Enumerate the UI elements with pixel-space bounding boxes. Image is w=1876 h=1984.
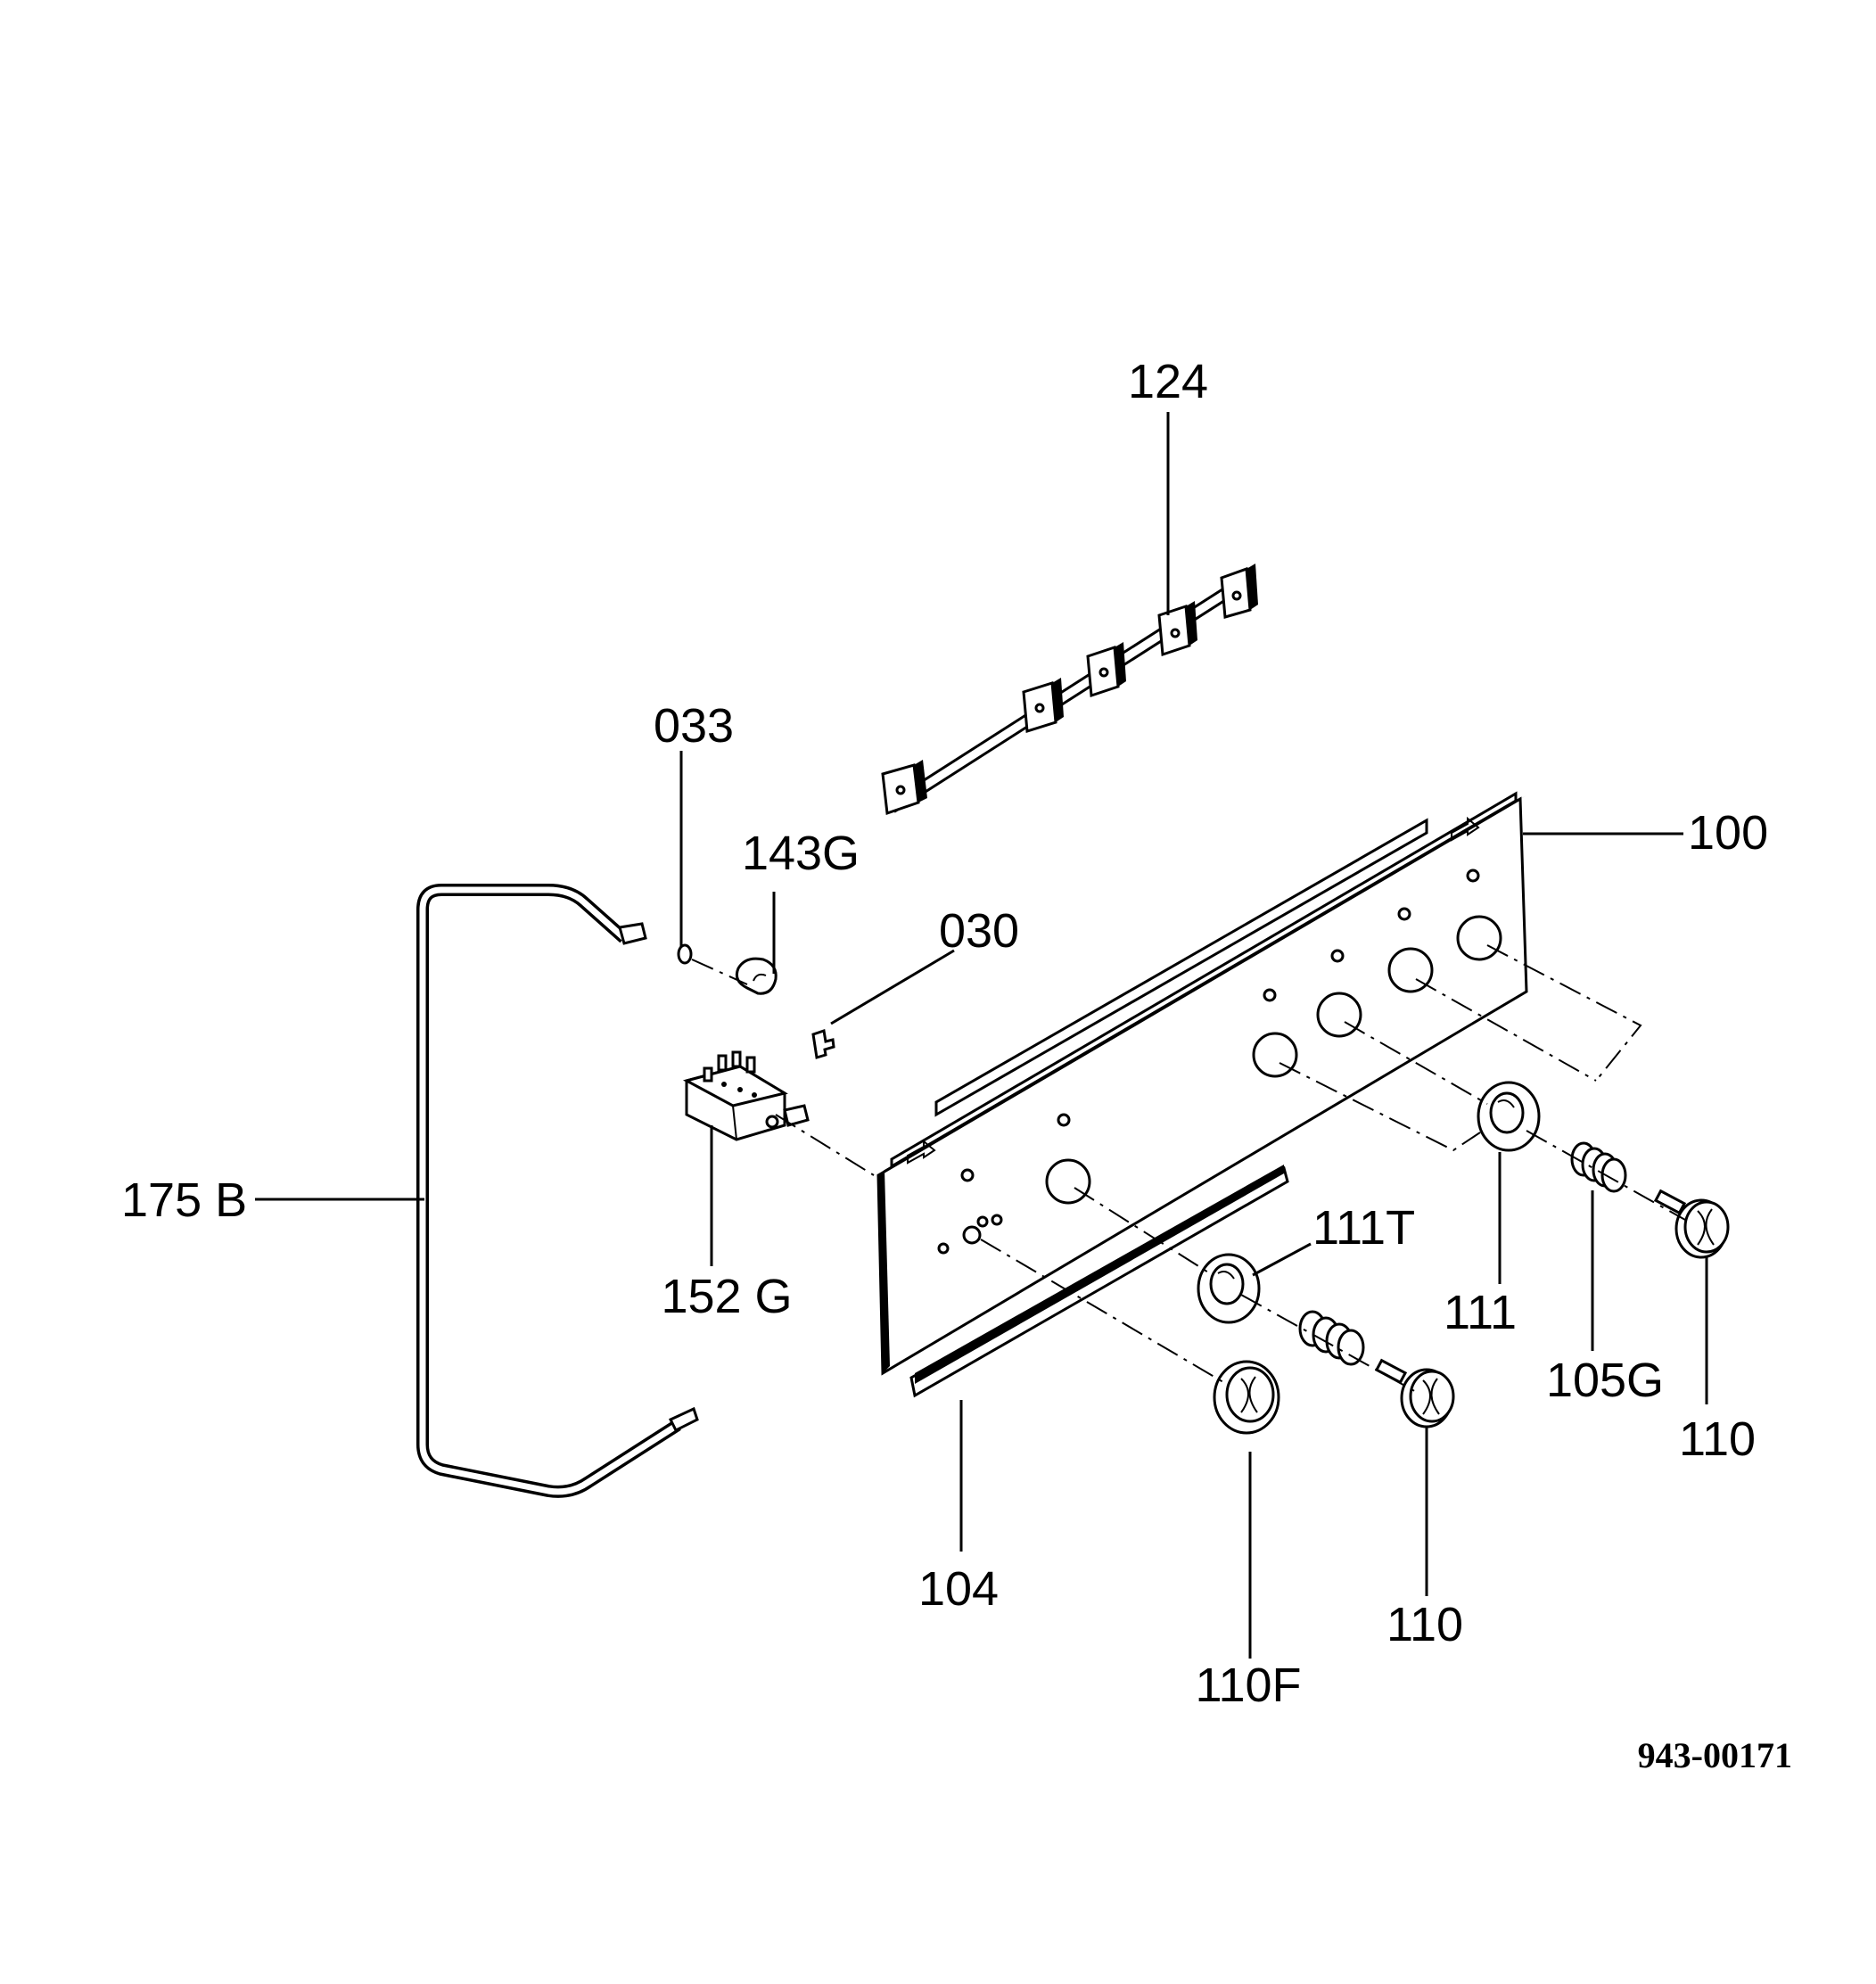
part-124-bracket-rail [881, 564, 1258, 816]
diagram-code: 943-00171 [1638, 1735, 1792, 1775]
part-152G-switch [682, 1050, 810, 1141]
leader-111T [1252, 1242, 1312, 1277]
label-175B: 175 B [121, 1173, 247, 1227]
part-175B-tube [416, 884, 699, 1498]
label-033: 033 [654, 699, 734, 753]
part-033-ring [677, 943, 693, 965]
part-105G-spring [1570, 1141, 1627, 1193]
label-143G: 143G [742, 827, 860, 880]
part-124-clip [1086, 642, 1126, 698]
part-110-knob-center [1374, 1358, 1455, 1428]
part-111-bezel [1477, 1081, 1541, 1152]
label-105G: 105G [1546, 1354, 1664, 1407]
label-100: 100 [1688, 806, 1768, 860]
label-111T: 111T [1312, 1201, 1415, 1255]
part-110F-bezel [1213, 1360, 1280, 1435]
label-110-center: 110 [1386, 1598, 1463, 1651]
part-124-clip [1022, 678, 1064, 733]
part-110-knob-right [1653, 1189, 1730, 1259]
label-110F: 110F [1195, 1659, 1301, 1712]
arrow-mark-icon [907, 1139, 936, 1165]
label-104: 104 [918, 1562, 999, 1616]
label-030: 030 [939, 904, 1019, 958]
part-124-clip [1220, 564, 1258, 619]
part-124-clip [1157, 601, 1197, 657]
arrow-mark-icon [1451, 816, 1480, 842]
label-152G: 152 G [661, 1270, 792, 1323]
label-124: 124 [1128, 355, 1208, 408]
leader-030 [830, 949, 955, 1025]
part-124-clip [881, 760, 927, 816]
part-143G-clip [735, 957, 778, 995]
part-104-trim-strip [909, 1165, 1289, 1398]
assembly-lines [691, 944, 1686, 1394]
part-030-clip [811, 1029, 835, 1059]
label-111: 111 [1444, 1286, 1517, 1339]
part-111T-bezel [1197, 1253, 1261, 1324]
part-100-control-panel [876, 791, 1528, 1376]
label-110-right: 110 [1679, 1412, 1756, 1466]
